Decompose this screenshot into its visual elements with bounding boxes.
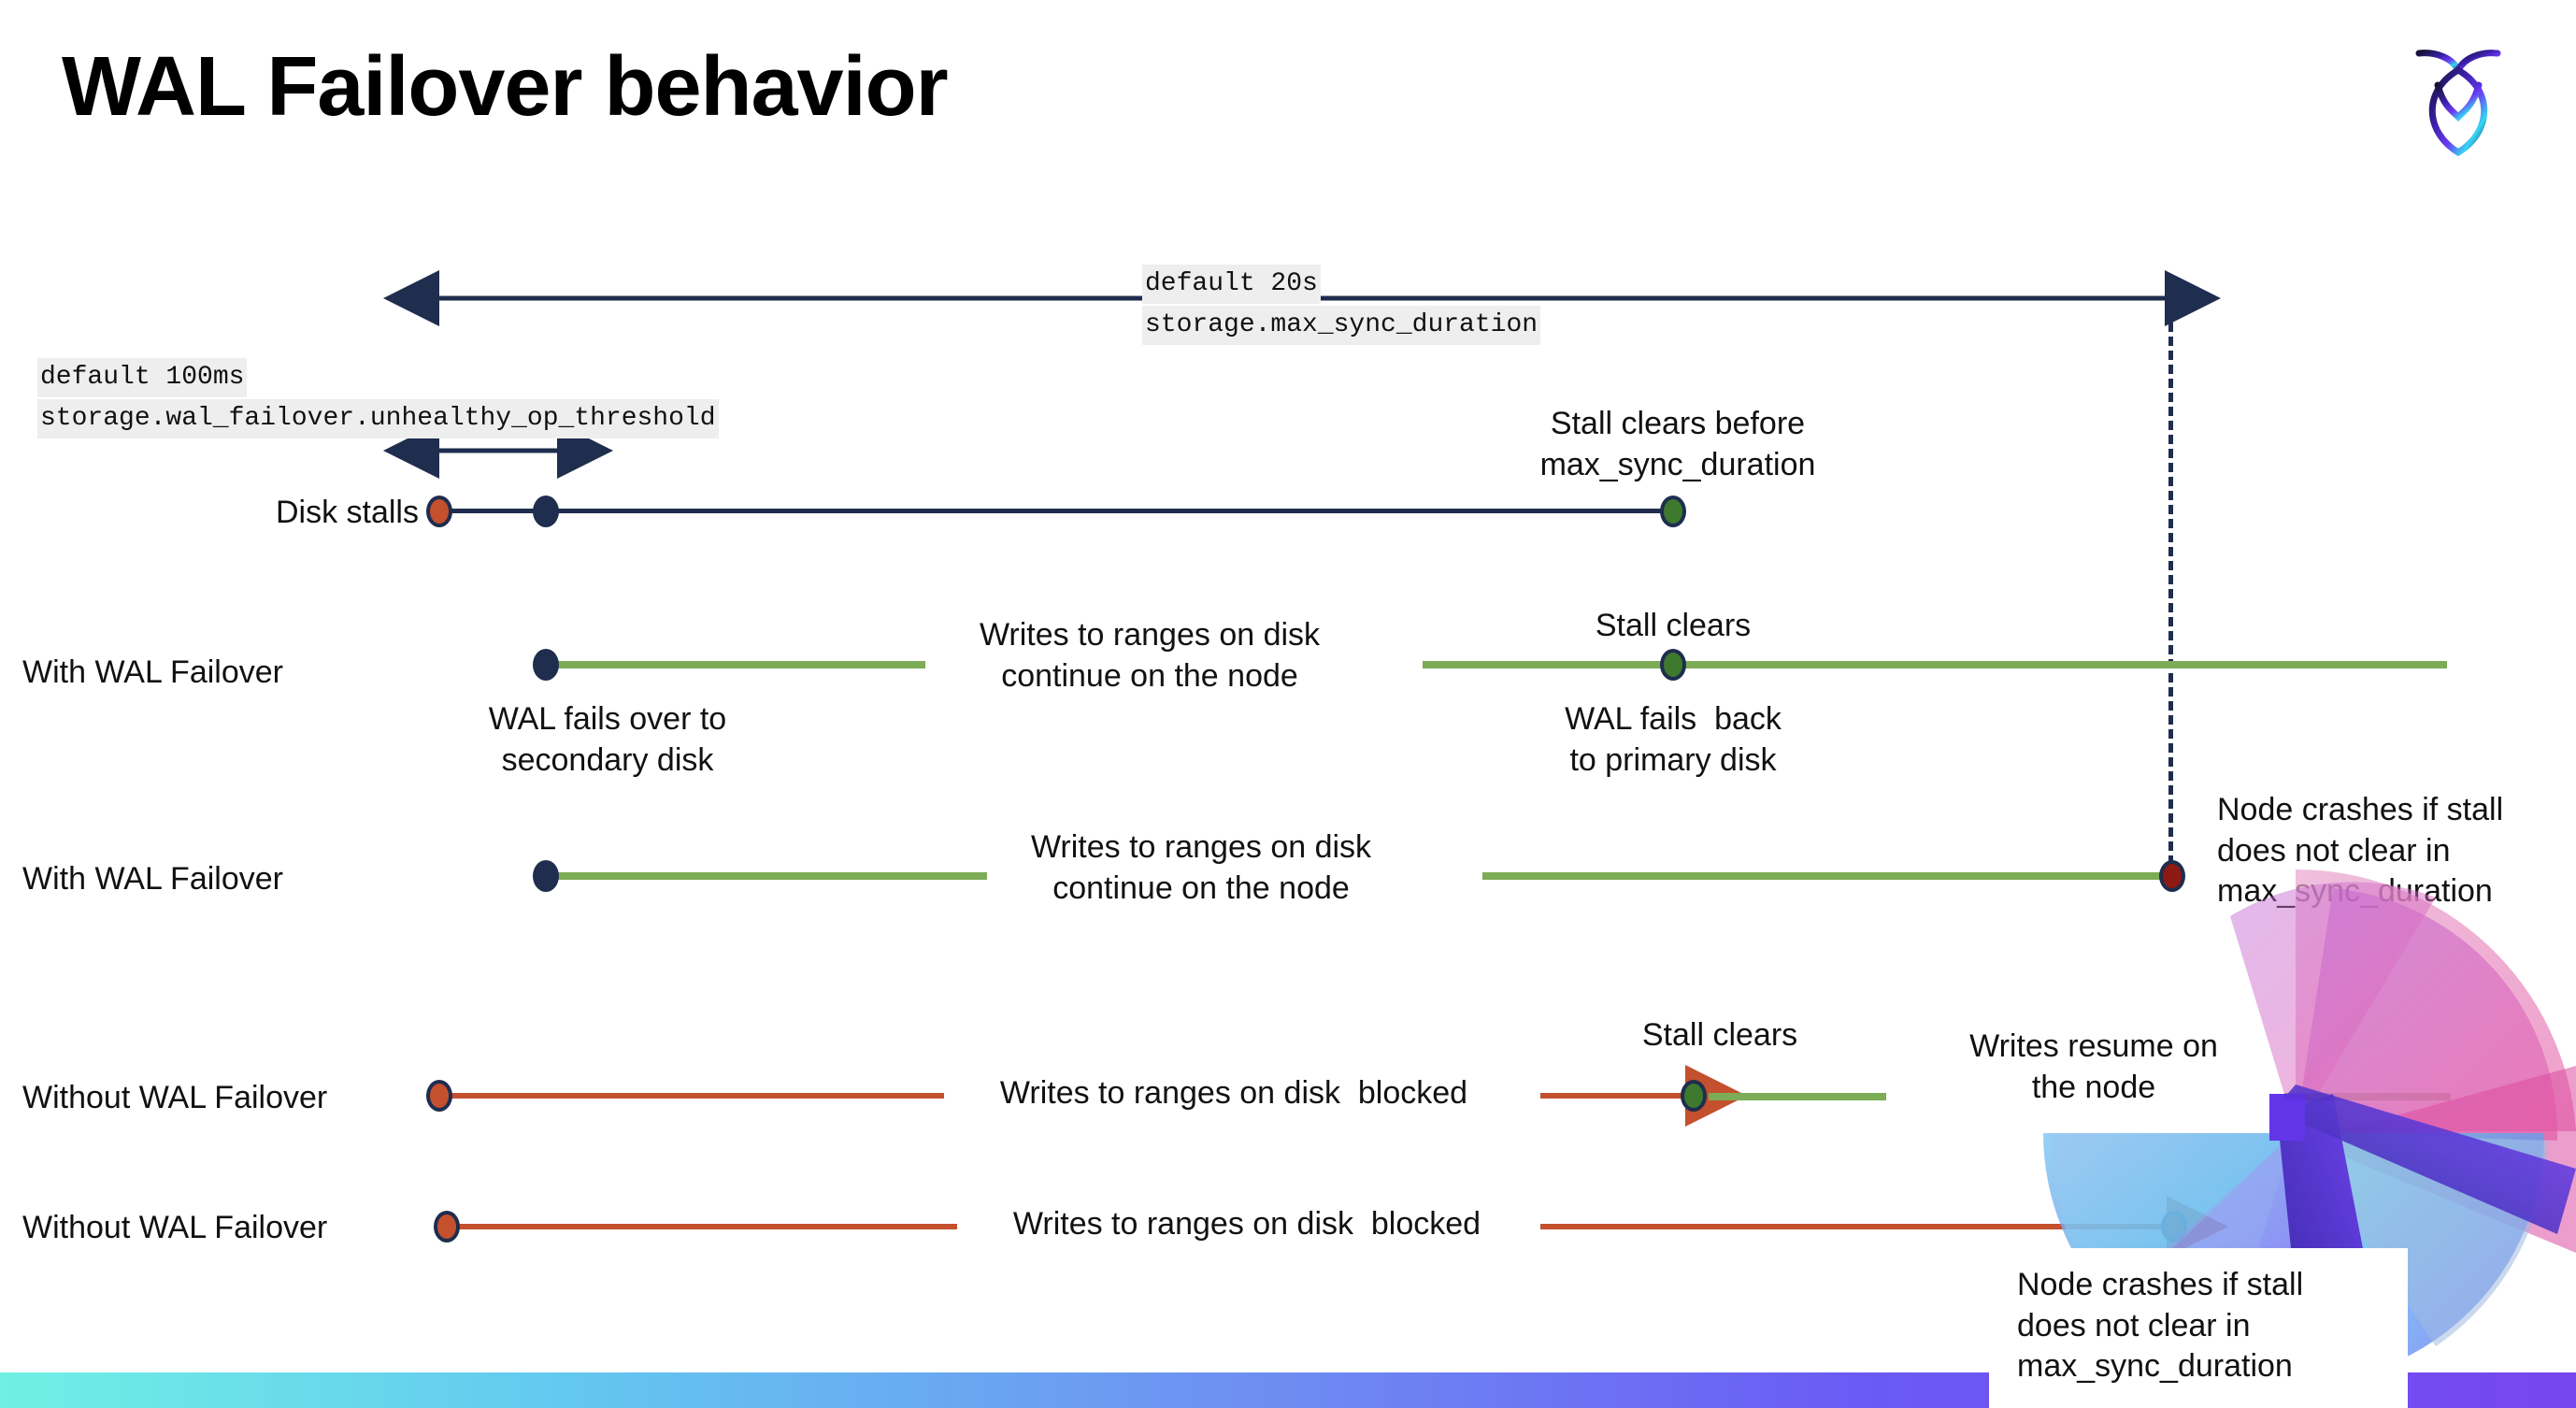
wal1-clear-dot xyxy=(1660,649,1686,681)
unhealthy-setting-label: storage.wal_failover.unhealthy_op_thresh… xyxy=(37,399,719,438)
max-sync-dropline xyxy=(2168,309,2173,879)
max-sync-default-label: default 20s xyxy=(1142,265,1321,304)
note-node-crashes-1: Node crashes if stall does not clear in … xyxy=(2217,792,2504,910)
disk-stalls-line xyxy=(439,509,1673,513)
nowal1-seg-b xyxy=(1709,1093,1886,1100)
nowal1-start-dot xyxy=(426,1080,452,1112)
note-writes-continue-1: Writes to ranges on disk continue on the… xyxy=(979,617,1321,694)
unhealthy-default-label: default 100ms xyxy=(37,358,248,397)
wal1-seg-a xyxy=(546,661,925,668)
wal2-failover-dot xyxy=(533,860,559,892)
note-stall-clears-1: Stall clears xyxy=(1595,608,1752,643)
disk-stalls-clear-dot xyxy=(1660,496,1686,527)
row-label-with-wal-failover-1: With WAL Failover xyxy=(22,654,283,690)
nowal1-clear-dot xyxy=(1681,1080,1707,1112)
wal2-crash-dot xyxy=(2159,860,2185,892)
nowal2-crash-dot xyxy=(2161,1211,2187,1243)
max-sync-setting-label: storage.max_sync_duration xyxy=(1142,306,1541,345)
wal1-failover-dot xyxy=(533,649,559,681)
note-wal-fails-over: WAL fails over to secondary disk xyxy=(488,701,727,778)
cockroachdb-logo xyxy=(2402,33,2514,164)
note-stall-clears-before-max-sync: Stall clears before max_sync_duration xyxy=(1539,406,1816,482)
note-writes-blocked-2: Writes to ranges on disk blocked xyxy=(1012,1206,1481,1242)
row-label-without-wal-failover-2: Without WAL Failover xyxy=(22,1210,328,1245)
nowal1-seg-a xyxy=(439,1093,944,1099)
wal1-seg-b xyxy=(1423,661,2447,668)
row-label-disk-stalls: Disk stalls xyxy=(275,495,419,530)
note-wal-fails-back: WAL fails back to primary disk xyxy=(1565,701,1782,778)
nowal1-seg-c xyxy=(2284,1093,2451,1100)
disk-stalls-start-dot xyxy=(426,496,452,527)
nowal2-seg-a xyxy=(447,1224,957,1229)
page-title: WAL Failover behavior xyxy=(62,40,949,134)
row-label-without-wal-failover-1: Without WAL Failover xyxy=(22,1080,328,1115)
nowal2-start-dot xyxy=(434,1211,460,1243)
note-writes-continue-2: Writes to ranges on disk continue on the… xyxy=(1030,829,1372,906)
wal2-seg-a xyxy=(546,872,987,880)
disk-stalls-failover-dot xyxy=(533,496,559,527)
wal2-seg-b xyxy=(1482,872,2174,880)
note-writes-blocked-1: Writes to ranges on disk blocked xyxy=(999,1075,1468,1111)
note-writes-resume: Writes resume on the node xyxy=(1969,1028,2218,1105)
note-node-crashes-2: Node crashes if stall does not clear in … xyxy=(2017,1267,2304,1385)
note-stall-clears-2: Stall clears xyxy=(1641,1017,1798,1053)
row-label-with-wal-failover-2: With WAL Failover xyxy=(22,861,283,897)
